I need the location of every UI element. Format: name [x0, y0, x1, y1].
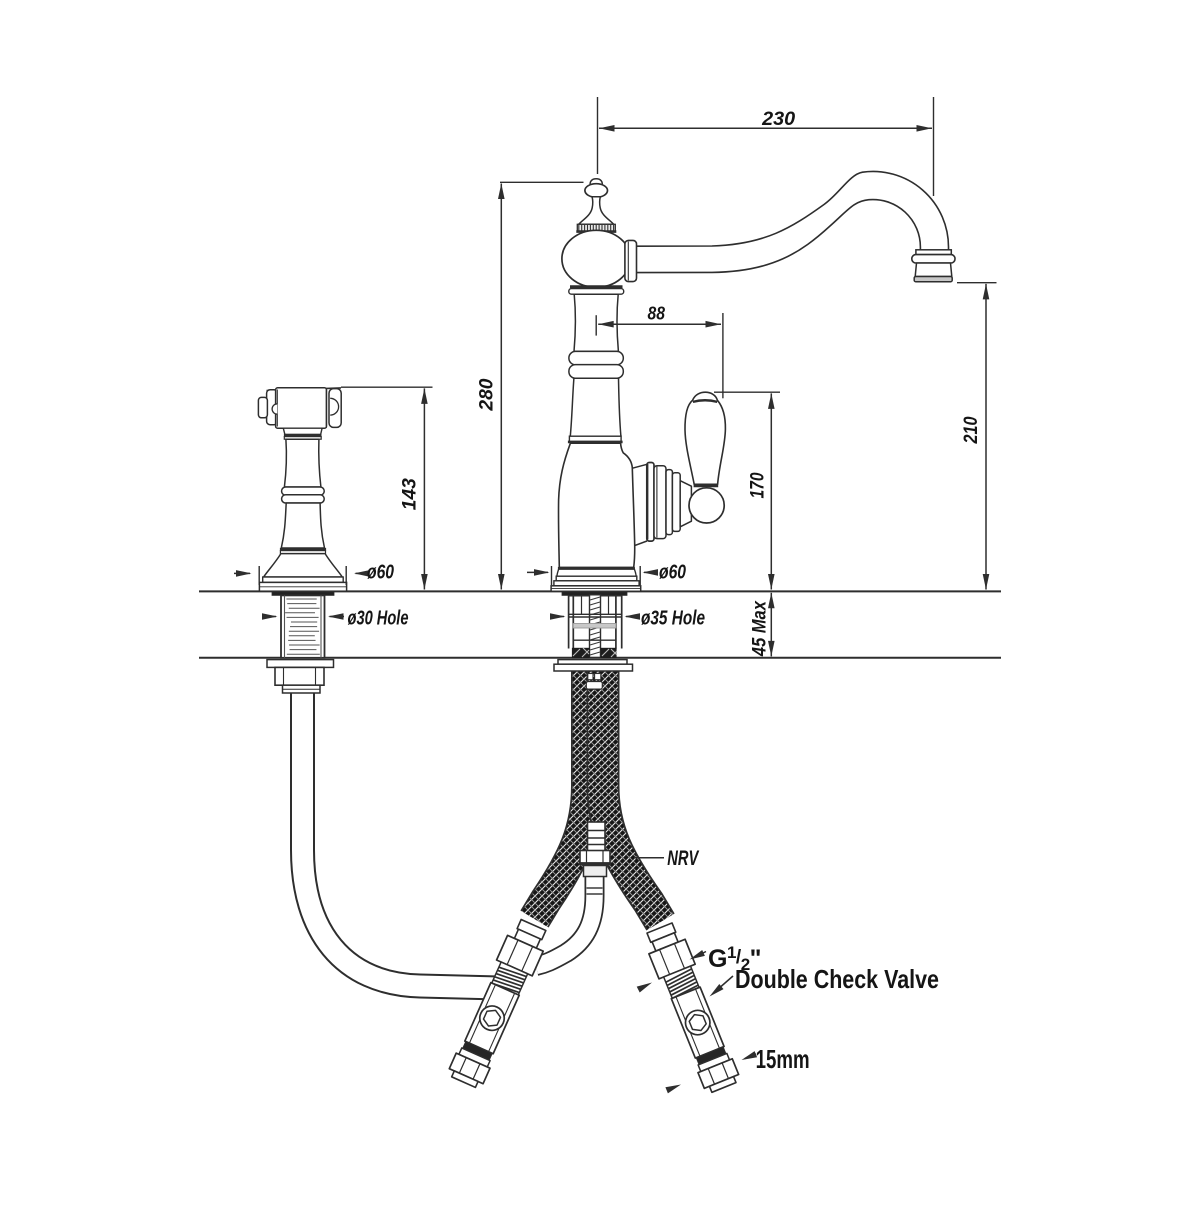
- svg-text:45 Max: 45 Max: [750, 600, 771, 657]
- svg-text:ø60: ø60: [659, 562, 686, 584]
- svg-text:ø30 Hole: ø30 Hole: [348, 608, 409, 630]
- svg-text:170: 170: [748, 472, 769, 498]
- svg-text:88: 88: [648, 304, 666, 324]
- svg-text:ø60: ø60: [367, 562, 394, 584]
- svg-text:Double Check Valve: Double Check Valve: [735, 964, 939, 994]
- svg-text:143: 143: [400, 478, 421, 510]
- svg-text:280: 280: [477, 378, 498, 411]
- svg-text:ø35 Hole: ø35 Hole: [641, 608, 705, 630]
- svg-text:15mm: 15mm: [756, 1044, 810, 1074]
- svg-text:NRV: NRV: [667, 847, 699, 870]
- svg-text:230: 230: [761, 109, 795, 130]
- svg-text:210: 210: [961, 416, 982, 444]
